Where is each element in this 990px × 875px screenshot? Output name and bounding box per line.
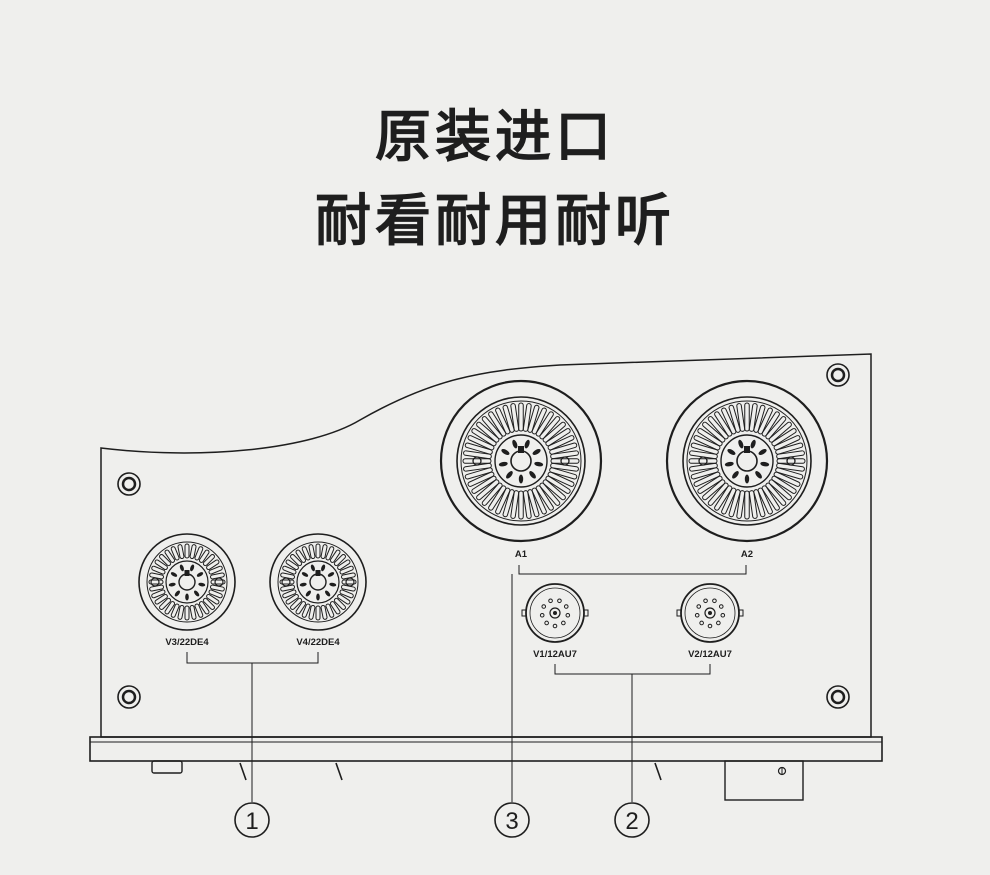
svg-text:2: 2 [625,808,638,835]
label-v2: V2/12AU7 [688,649,732,660]
socket-a1 [439,379,603,543]
socket-v3 [138,533,236,631]
chassis-front-bar [89,736,883,762]
label-a1: A1 [515,549,528,560]
screw-top-right [825,362,851,388]
callout-3: 3 [494,802,530,838]
svg-text:3: 3 [505,808,518,835]
screw-bottom-right [825,684,851,710]
label-v3: V3/22DE4 [165,637,209,648]
screw-bottom-left [116,684,142,710]
socket-v4 [269,533,367,631]
socket-v2 [676,583,744,643]
socket-v1 [521,583,589,643]
socket-a2 [665,379,829,543]
power-socket-box [724,760,804,801]
callout-1: 1 [234,802,270,838]
label-a2: A2 [741,549,753,560]
headline-line-1: 原装进口 [375,105,615,170]
label-v1: V1/12AU7 [533,649,577,660]
callout-2: 2 [614,802,650,838]
screw-top-left [116,471,142,497]
leader-lines [186,565,747,802]
chassis-top-plate [100,353,872,738]
headline-line-2: 耐看耐用耐听 [315,189,675,254]
svg-text:1: 1 [245,808,258,835]
label-v4: V4/22DE4 [296,637,340,648]
foot-knob [151,760,183,774]
